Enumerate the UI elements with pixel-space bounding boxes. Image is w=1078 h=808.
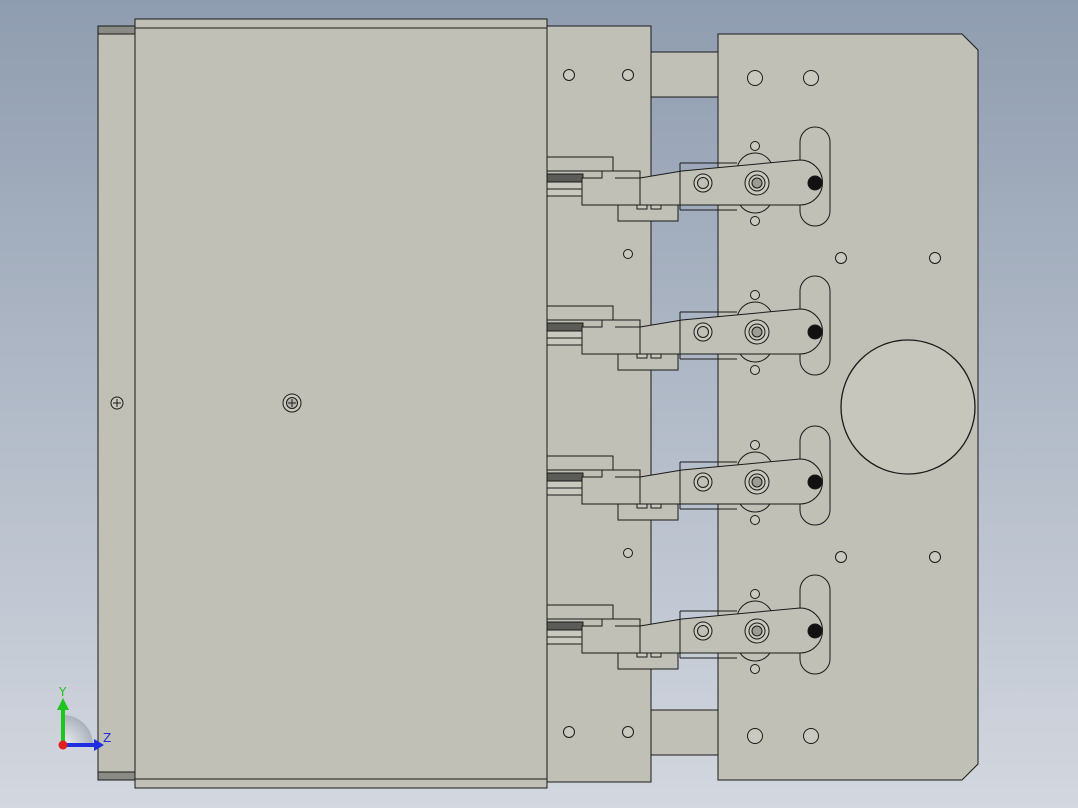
x-axis-dot	[58, 740, 68, 750]
connector-bar-bottom	[647, 709, 723, 756]
clamp-rod-dark	[546, 173, 584, 183]
right-plate-holes	[747, 70, 941, 744]
clamp-link-plate	[679, 610, 737, 659]
clamp-pin-bottom	[750, 365, 760, 375]
clamp-pin-bottom	[750, 515, 760, 525]
clamp-end-pin	[807, 324, 823, 340]
side-cover-bottom-band	[97, 771, 139, 781]
clamp-end-pin	[807, 175, 823, 191]
middle-plate-holes	[563, 69, 634, 738]
clamp-bolt-inner	[697, 326, 709, 338]
clamp-slot	[547, 305, 614, 321]
clamp-slot	[547, 604, 614, 620]
main-housing	[134, 18, 548, 789]
clamp-rod-dark	[546, 472, 584, 482]
clamp-end-pin	[807, 474, 823, 490]
clamp-link-plate	[679, 162, 737, 211]
clamp-slot	[547, 455, 614, 471]
side-cover-top-band	[97, 25, 139, 35]
clamp-bolt-inner	[697, 625, 709, 637]
clamp-pin-top	[750, 141, 760, 151]
toggle-clamp-icon[interactable]	[546, 425, 831, 526]
clamp-bolt-inner	[697, 476, 709, 488]
clamp-pin-top	[750, 440, 760, 450]
phillips-screw-icon	[282, 393, 302, 413]
toggle-clamp-icon[interactable]	[546, 275, 831, 376]
clamp-pin-bottom	[750, 664, 760, 674]
clamp-slot	[547, 156, 614, 172]
clamp-clevis	[581, 319, 641, 355]
large-bore	[840, 339, 976, 475]
y-axis-arrow	[57, 698, 69, 710]
clamp-rod-dark	[546, 322, 584, 332]
clamp-pin-top	[750, 589, 760, 599]
z-axis-arrow	[94, 739, 104, 751]
clamp-bolt-inner	[697, 177, 709, 189]
z-axis-label: Z	[103, 731, 111, 745]
side-screw-icon	[110, 396, 124, 410]
clamp-pivot-nut-core	[751, 476, 763, 488]
gripper-assembly[interactable]	[97, 18, 979, 789]
triad-shading	[63, 715, 93, 745]
clamp-pivot-nut-core	[751, 625, 763, 637]
clamp-clevis	[581, 469, 641, 505]
clamp-rod-dark	[546, 621, 584, 631]
clamp-clevis	[581, 618, 641, 654]
clamp-pivot-nut-core	[751, 326, 763, 338]
toggle-clamp-icon[interactable]	[546, 126, 831, 227]
coordinate-triad-icon[interactable]: Y Z	[57, 685, 111, 751]
clamp-pin-bottom	[750, 216, 760, 226]
y-axis-label: Y	[58, 685, 67, 699]
toggle-clamp-icon[interactable]	[546, 574, 831, 675]
clamp-link-plate	[679, 311, 737, 360]
connector-bar-top	[647, 51, 723, 98]
clamp-pivot-nut-core	[751, 177, 763, 189]
clamp-link-plate	[679, 461, 737, 510]
clamp-clevis	[581, 170, 641, 206]
clamp-pin-top	[750, 290, 760, 300]
clamp-end-pin	[807, 623, 823, 639]
